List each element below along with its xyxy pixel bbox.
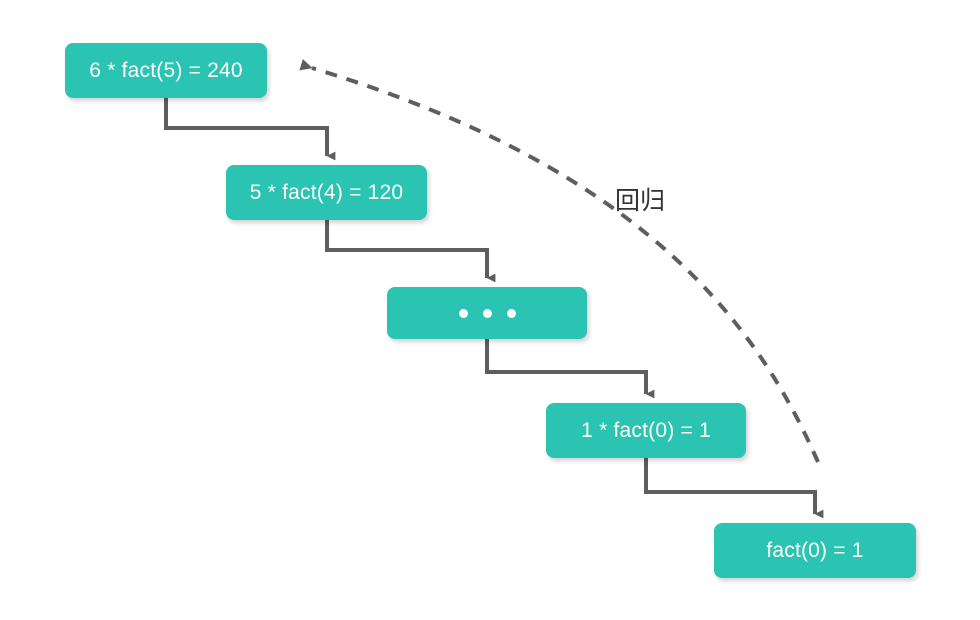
node-fact0-mul[interactable]: 1 * fact(0) = 1 <box>546 403 746 458</box>
return-label: 回归 <box>615 187 666 215</box>
node-fact0-mul-label: 1 * fact(0) = 1 <box>581 419 711 442</box>
edge-n4-n5 <box>644 458 824 519</box>
ellipsis-dot-3 <box>506 308 516 318</box>
edge-n1-n2 <box>164 98 336 161</box>
ellipsis-dot-2 <box>482 308 492 318</box>
node-fact0-base-label: fact(0) = 1 <box>766 539 864 562</box>
node-fact0-base[interactable]: fact(0) = 1 <box>714 523 916 578</box>
edge-n2-n3 <box>325 220 496 283</box>
node-fact5[interactable]: 6 * fact(5) = 240 <box>65 43 267 98</box>
ellipsis-dots <box>458 308 516 318</box>
node-ellipsis[interactable] <box>387 287 587 339</box>
edge-n3-n4 <box>485 339 655 399</box>
node-fact4-label: 5 * fact(4) = 120 <box>249 181 404 204</box>
node-fact4[interactable]: 5 * fact(4) = 120 <box>226 165 427 220</box>
node-fact5-label: 6 * fact(5) = 240 <box>89 59 243 82</box>
ellipsis-dot-1 <box>458 308 468 318</box>
